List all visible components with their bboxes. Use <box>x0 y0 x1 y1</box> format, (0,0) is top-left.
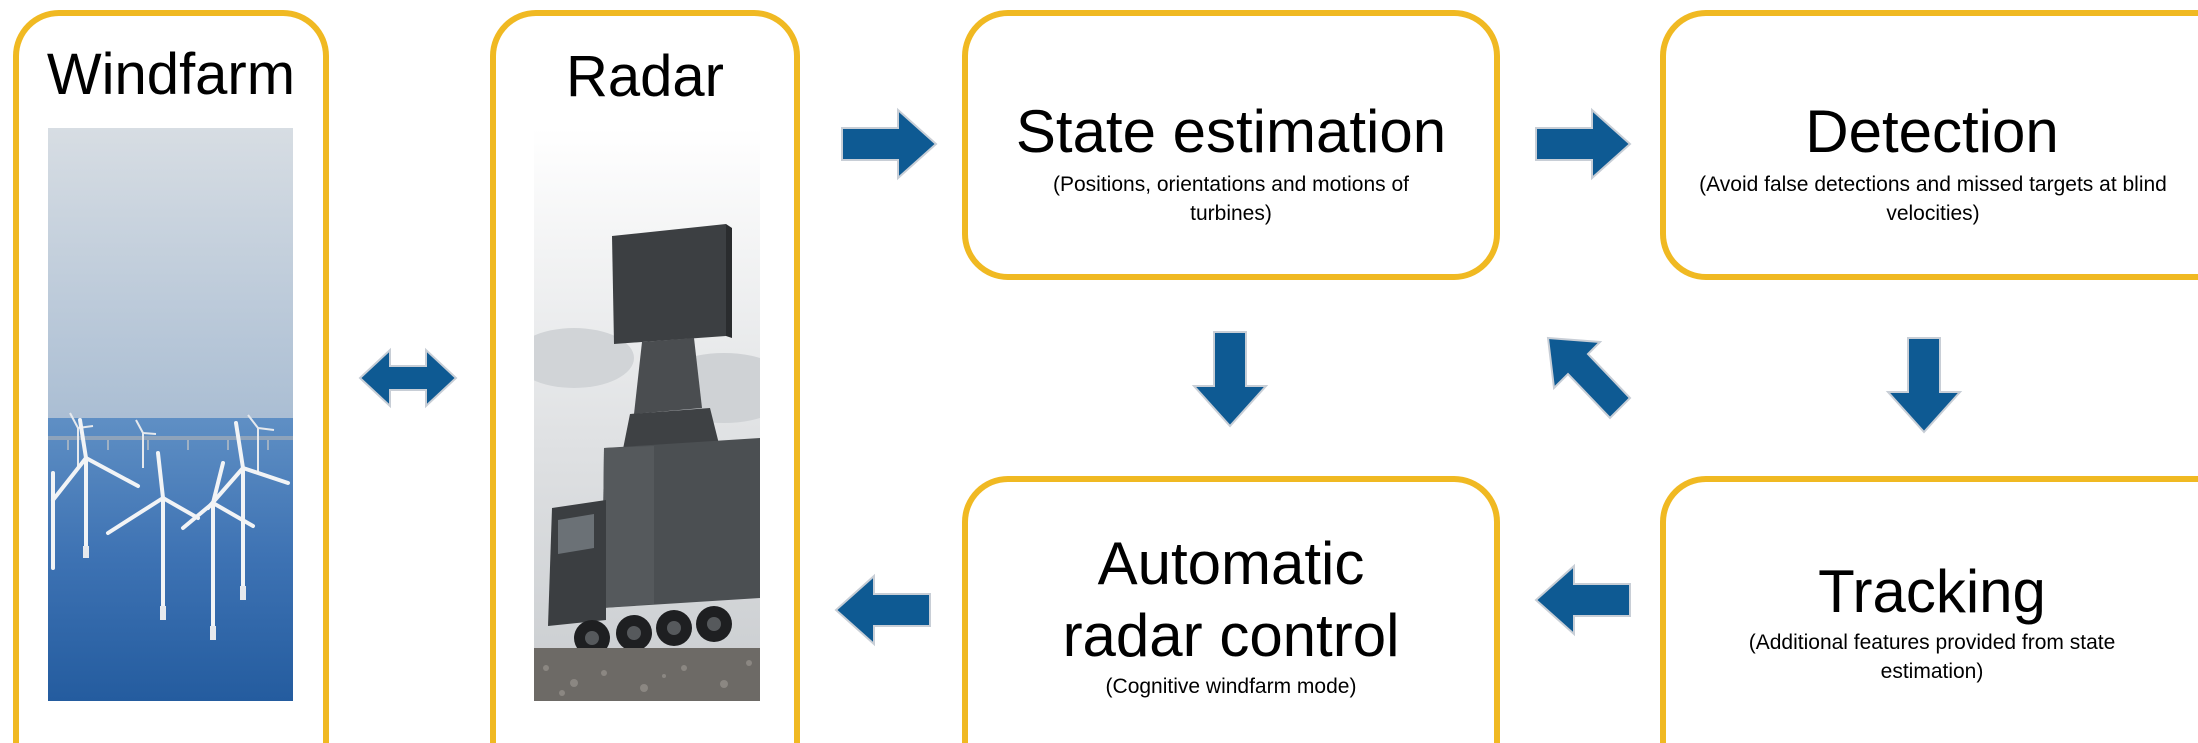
detection-title: Detection <box>1805 98 2059 165</box>
windfarm-title: Windfarm <box>46 42 296 107</box>
tracking-subtitle: (Additional features provided from state… <box>1748 631 2116 683</box>
truck-mounted-radar-photo <box>534 128 760 701</box>
arrow-right-icon <box>840 107 938 181</box>
radar-title: Radar <box>566 44 724 109</box>
detection-box: Detection (Avoid false detections and mi… <box>1660 10 2198 280</box>
radar-control-box: Automatic radar control (Cognitive windf… <box>962 476 1500 743</box>
arrow-left-icon <box>834 573 932 647</box>
arrow-up-left-icon <box>1544 334 1634 424</box>
arrow-down-icon <box>1885 336 1963 434</box>
state-estimation-title: State estimation <box>1015 98 1447 165</box>
radar-control-title-line1: Automatic <box>1097 530 1365 597</box>
radar-control-title-line2: radar control <box>1062 602 1400 669</box>
tracking-title: Tracking <box>1818 558 2046 625</box>
arrow-left-icon <box>1534 563 1632 637</box>
bidirectional-arrow-icon <box>358 346 458 410</box>
state-estimation-box: State estimation (Positions, orientation… <box>962 10 1500 280</box>
radar-control-subtitle: (Cognitive windfarm mode) <box>1105 675 1357 698</box>
state-estimation-subtitle: (Positions, orientations and motions of … <box>1052 173 1410 225</box>
arrow-right-icon <box>1534 107 1632 181</box>
detection-subtitle: (Avoid false detections and missed targe… <box>1699 173 2167 225</box>
offshore-wind-turbines-photo <box>48 128 293 701</box>
arrow-down-icon <box>1191 330 1269 428</box>
tracking-box: Tracking (Additional features provided f… <box>1660 476 2198 743</box>
